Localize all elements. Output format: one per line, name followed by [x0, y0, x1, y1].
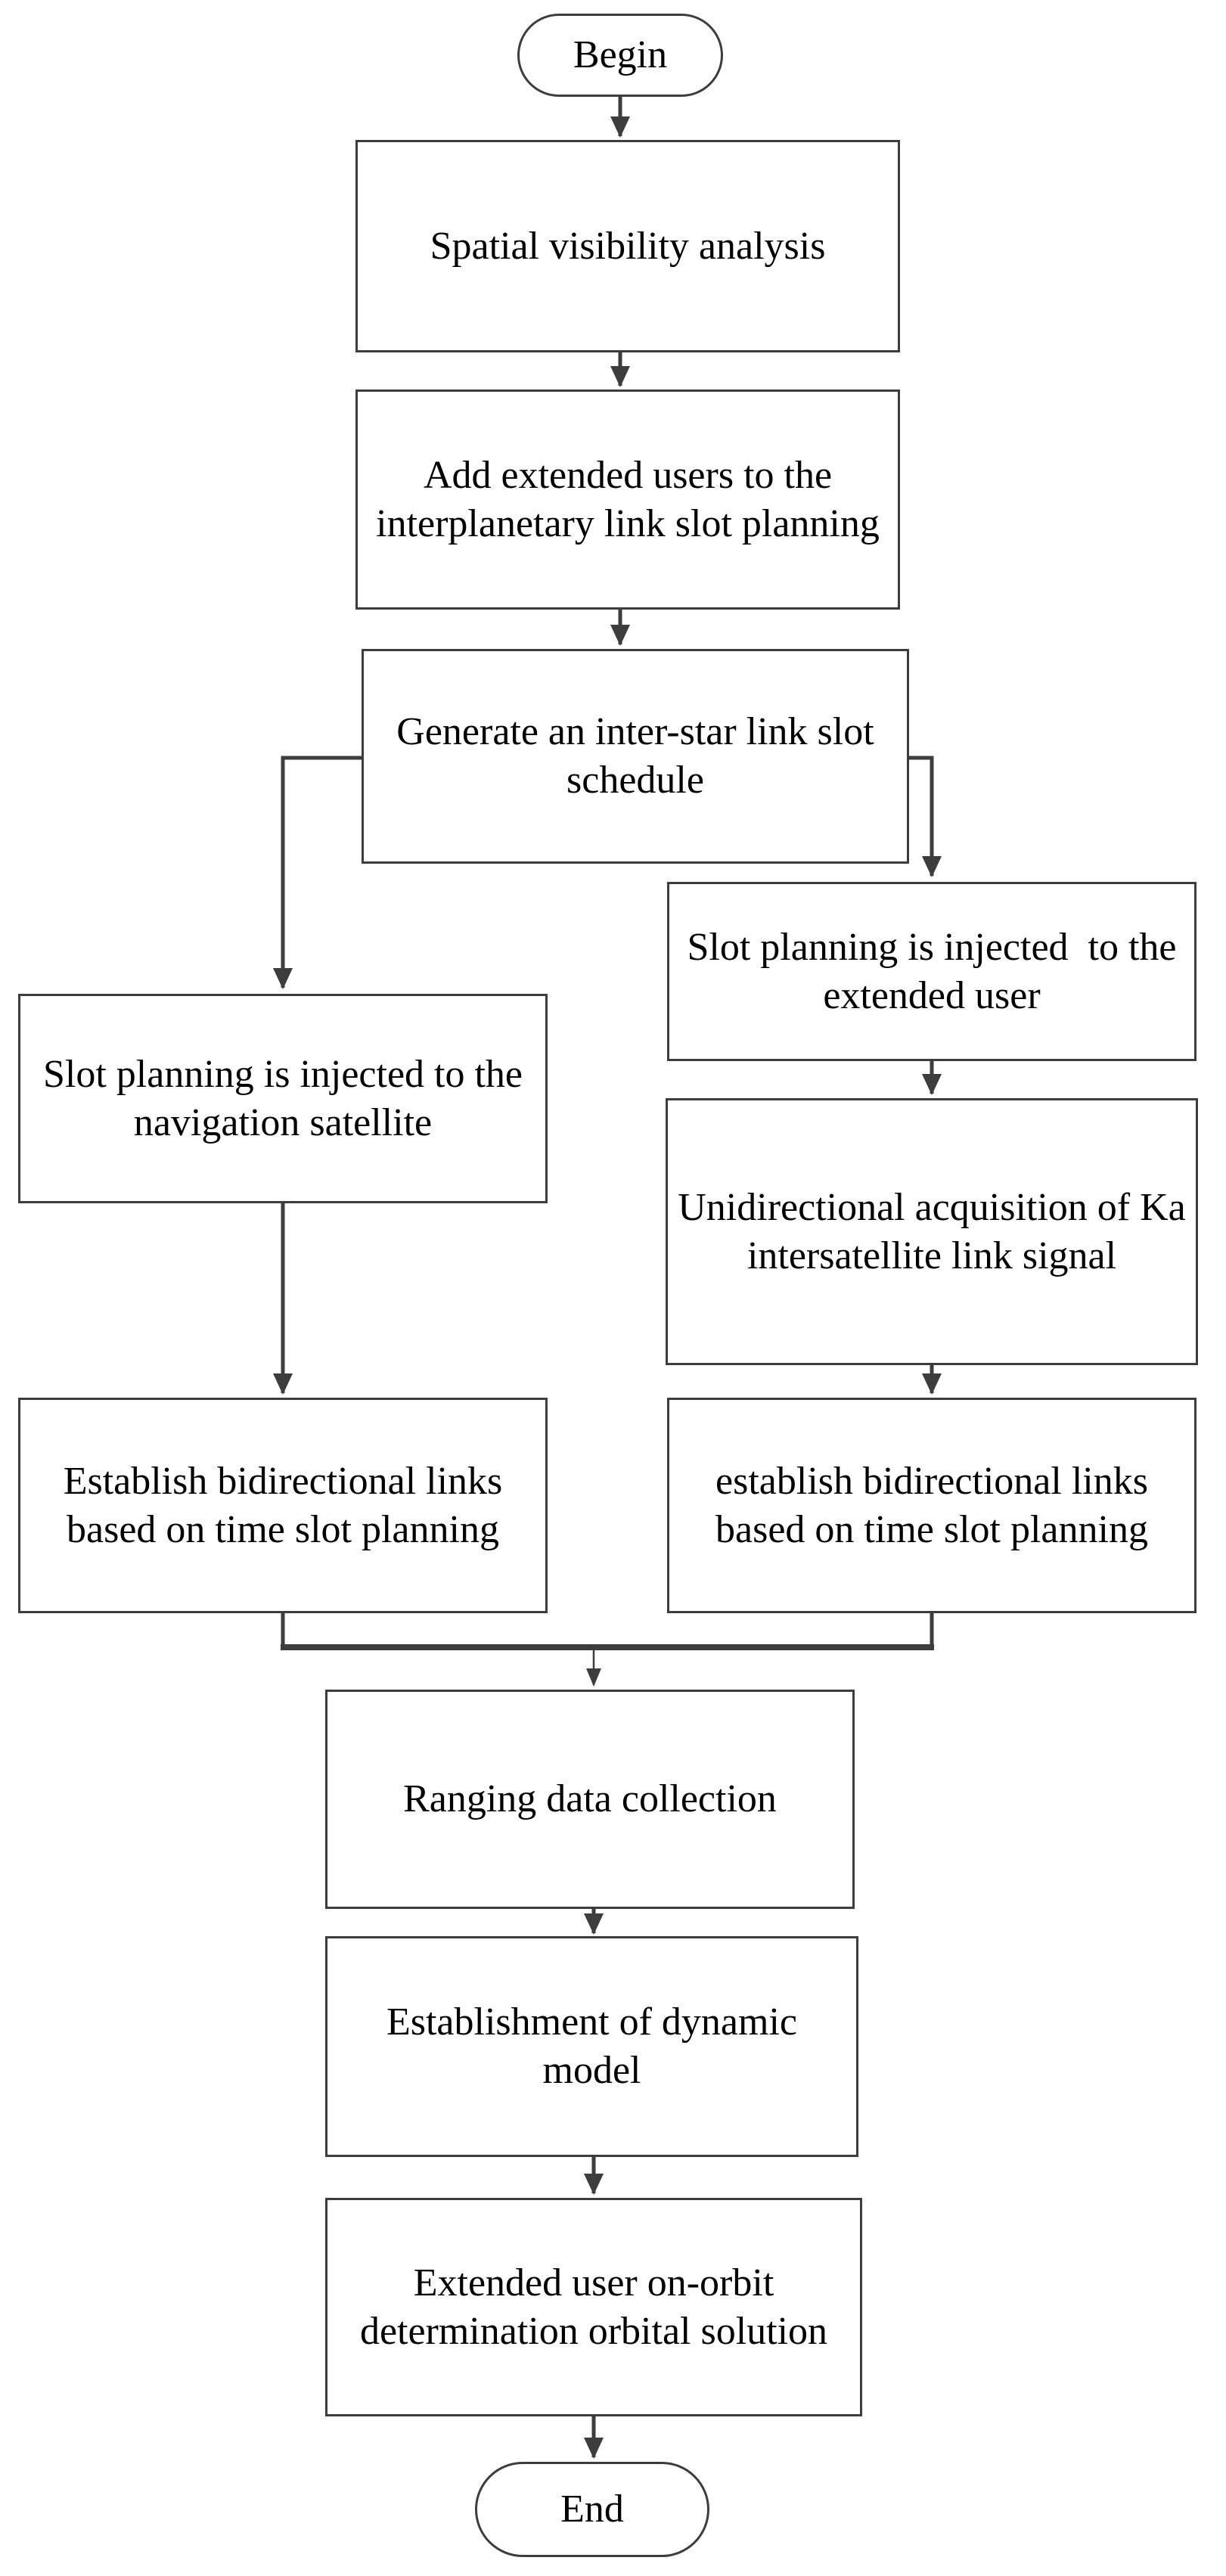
node-begin: Begin	[517, 14, 723, 97]
node-dynamic-model: Establishment of dynamic model	[325, 1936, 858, 2157]
node-label-line: Add extended users to the	[423, 453, 833, 497]
node-label-line: extended user	[823, 973, 1041, 1017]
node-unidirectional-acquisition: Unidirectional acquisition of Ka intersa…	[666, 1098, 1198, 1365]
node-label-line: Establish bidirectional links	[63, 1459, 503, 1503]
node-label-line: Unidirectional acquisition of Ka	[678, 1185, 1186, 1229]
node-label-line: establish bidirectional links	[715, 1459, 1148, 1503]
node-label-line: End	[560, 2488, 624, 2531]
node-add-extended-users: Add extended users to the interplanetary…	[355, 390, 900, 610]
node-label-line: Begin	[573, 33, 668, 76]
elbow-generate-to-inject-nav	[273, 756, 362, 989]
node-label-line: Slot planning is injected to the	[42, 1052, 523, 1096]
node-label-line: Ranging data collection	[403, 1777, 777, 1820]
node-spatial-visibility-analysis: Spatial visibility analysis	[355, 140, 900, 352]
node-orbit-solution: Extended user on-orbit determination orb…	[325, 2198, 862, 2416]
node-slot-planning-extended-user: Slot planning is injected to the extende…	[667, 882, 1197, 1061]
node-label-line: based on time slot planning	[67, 1507, 499, 1551]
node-label-line: intersatellite link signal	[746, 1234, 1117, 1277]
node-label-line: Spatial visibility analysis	[430, 224, 826, 268]
node-establish-bidirectional-left: Establish bidirectional links based on t…	[18, 1398, 548, 1613]
node-label-line: schedule	[566, 759, 704, 802]
node-label-line: Generate an inter-star link slot	[396, 710, 874, 753]
node-end: End	[475, 2462, 709, 2557]
node-label-line: Extended user on-orbit	[413, 2261, 774, 2304]
node-label-line: Establishment of dynamic	[386, 2000, 797, 2044]
node-label-line: model	[542, 2049, 641, 2092]
node-generate-link-slot-schedule: Generate an inter-star link slot schedul…	[362, 649, 909, 864]
elbow-generate-to-inject-ext	[909, 756, 942, 877]
node-establish-bidirectional-right: establish bidirectional links based on t…	[667, 1398, 1197, 1613]
node-label-line: determination orbital solution	[359, 2309, 828, 2353]
node-label-line: interplanetary link slot planning	[376, 501, 880, 545]
node-ranging-data-collection: Ranging data collection	[325, 1690, 855, 1909]
node-label-line: based on time slot planning	[715, 1507, 1148, 1551]
node-slot-planning-navigation-satellite: Slot planning is injected to the navigat…	[18, 994, 548, 1203]
node-label-line: Slot planning is injected to the	[687, 925, 1177, 969]
node-label-line: navigation satellite	[133, 1100, 433, 1144]
